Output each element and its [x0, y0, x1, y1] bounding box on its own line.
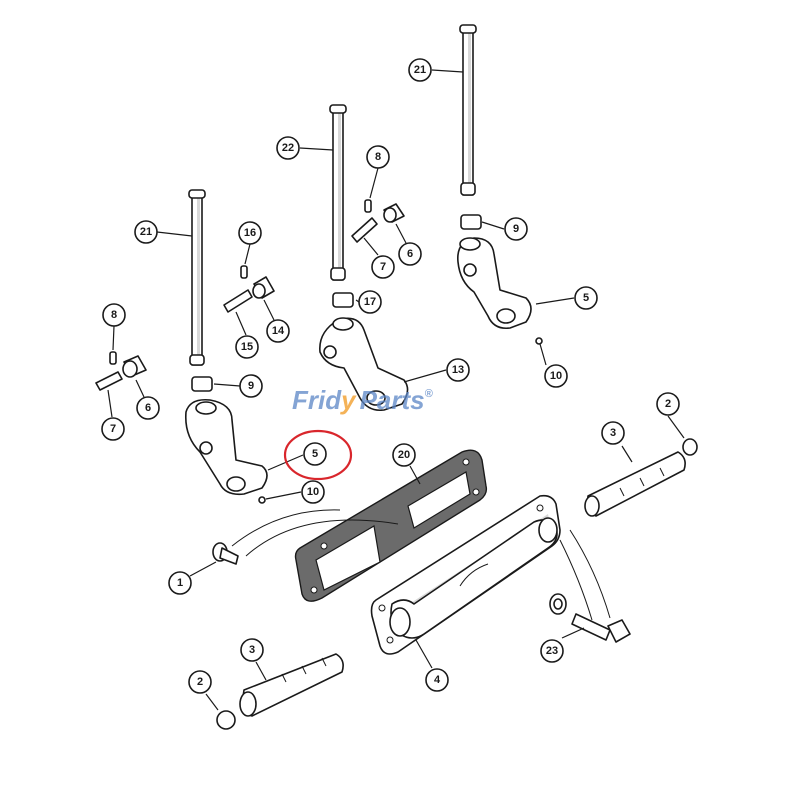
shaft-7-left	[95, 371, 123, 391]
cap-9-left	[191, 376, 213, 392]
pin-8-center	[364, 199, 372, 213]
callout-9-left: 9	[239, 374, 263, 398]
callout-10-upper: 10	[544, 364, 568, 388]
svg-text:17: 17	[364, 296, 376, 308]
push-rod-center	[329, 104, 347, 281]
svg-text:13: 13	[452, 364, 464, 376]
rocker-shaft-3-left	[239, 653, 344, 717]
svg-text:6: 6	[407, 248, 413, 260]
ball-10-upper	[535, 337, 543, 345]
cap-17	[332, 292, 354, 308]
callout-7-center: 7	[371, 255, 395, 279]
svg-text:9: 9	[248, 380, 254, 392]
callout-2-right: 2	[656, 392, 680, 416]
svg-text:22: 22	[282, 142, 294, 154]
callout-2-left: 2	[188, 670, 212, 694]
svg-text:10: 10	[307, 486, 319, 498]
callout-23: 23	[540, 639, 564, 663]
callout-7-left: 7	[101, 417, 125, 441]
leader-lines	[107, 69, 685, 711]
rocker-arm-right	[457, 237, 532, 330]
svg-text:1: 1	[177, 577, 183, 589]
callout-16: 16	[238, 221, 262, 245]
svg-text:23: 23	[546, 645, 558, 657]
svg-text:2: 2	[665, 398, 671, 410]
svg-text:6: 6	[145, 402, 151, 414]
callout-14: 14	[266, 319, 290, 343]
plug-2-left	[216, 710, 236, 730]
bushing-6-center	[383, 203, 405, 223]
bushing-6-left	[122, 355, 147, 378]
svg-text:3: 3	[249, 644, 255, 656]
svg-text:16: 16	[244, 227, 256, 239]
screw-1	[212, 509, 399, 565]
callout-5-right: 5	[574, 286, 598, 310]
svg-text:7: 7	[380, 261, 386, 273]
callout-22: 22	[276, 136, 300, 160]
callout-9-right: 9	[504, 217, 528, 241]
cap-9-right	[460, 214, 482, 230]
svg-text:8: 8	[111, 309, 117, 321]
callout-4: 4	[425, 668, 449, 692]
callout-3-left: 3	[240, 638, 264, 662]
callout-5-left: 5	[303, 442, 327, 466]
svg-text:21: 21	[414, 64, 426, 76]
shaft-15	[223, 289, 253, 313]
rocker-shaft-3-right	[584, 451, 686, 517]
svg-text:20: 20	[398, 449, 410, 461]
bolt-23	[559, 529, 631, 643]
rocker-arm-center	[319, 317, 409, 412]
svg-text:5: 5	[312, 448, 318, 460]
callout-13: 13	[446, 358, 470, 382]
callout-8-center: 8	[366, 145, 390, 169]
rocker-arm-left	[184, 398, 268, 496]
pin-16	[240, 265, 248, 279]
washer-23	[549, 593, 567, 615]
push-rod-left	[188, 189, 206, 366]
svg-text:15: 15	[241, 341, 253, 353]
shaft-7-center	[351, 217, 378, 243]
svg-text:10: 10	[550, 370, 562, 382]
gasket-20	[294, 449, 488, 602]
callout-1: 1	[168, 571, 192, 595]
callout-21-right: 21	[408, 58, 432, 82]
svg-text:3: 3	[610, 427, 616, 439]
highlight-ring	[283, 429, 353, 481]
callout-17: 17	[358, 290, 382, 314]
svg-text:21: 21	[140, 226, 152, 238]
svg-text:4: 4	[434, 674, 441, 686]
svg-text:2: 2	[197, 676, 203, 688]
svg-text:9: 9	[513, 223, 519, 235]
svg-text:5: 5	[583, 292, 589, 304]
callout-8-left: 8	[102, 303, 126, 327]
rocker-support-4	[370, 494, 561, 655]
push-rod-right	[459, 24, 477, 196]
svg-text:7: 7	[110, 423, 116, 435]
callout-10-lower: 10	[301, 480, 325, 504]
pin-8-left	[109, 351, 117, 365]
ball-10-lower	[258, 496, 266, 504]
svg-text:8: 8	[375, 151, 381, 163]
plug-2-right	[682, 438, 698, 456]
callout-6-center: 6	[398, 242, 422, 266]
callout-3-right: 3	[601, 421, 625, 445]
callout-6-left: 6	[136, 396, 160, 420]
callout-15: 15	[235, 335, 259, 359]
bushing-14	[252, 276, 275, 299]
callout-20: 20	[392, 443, 416, 467]
svg-text:14: 14	[272, 325, 285, 337]
callout-21-left: 21	[134, 220, 158, 244]
